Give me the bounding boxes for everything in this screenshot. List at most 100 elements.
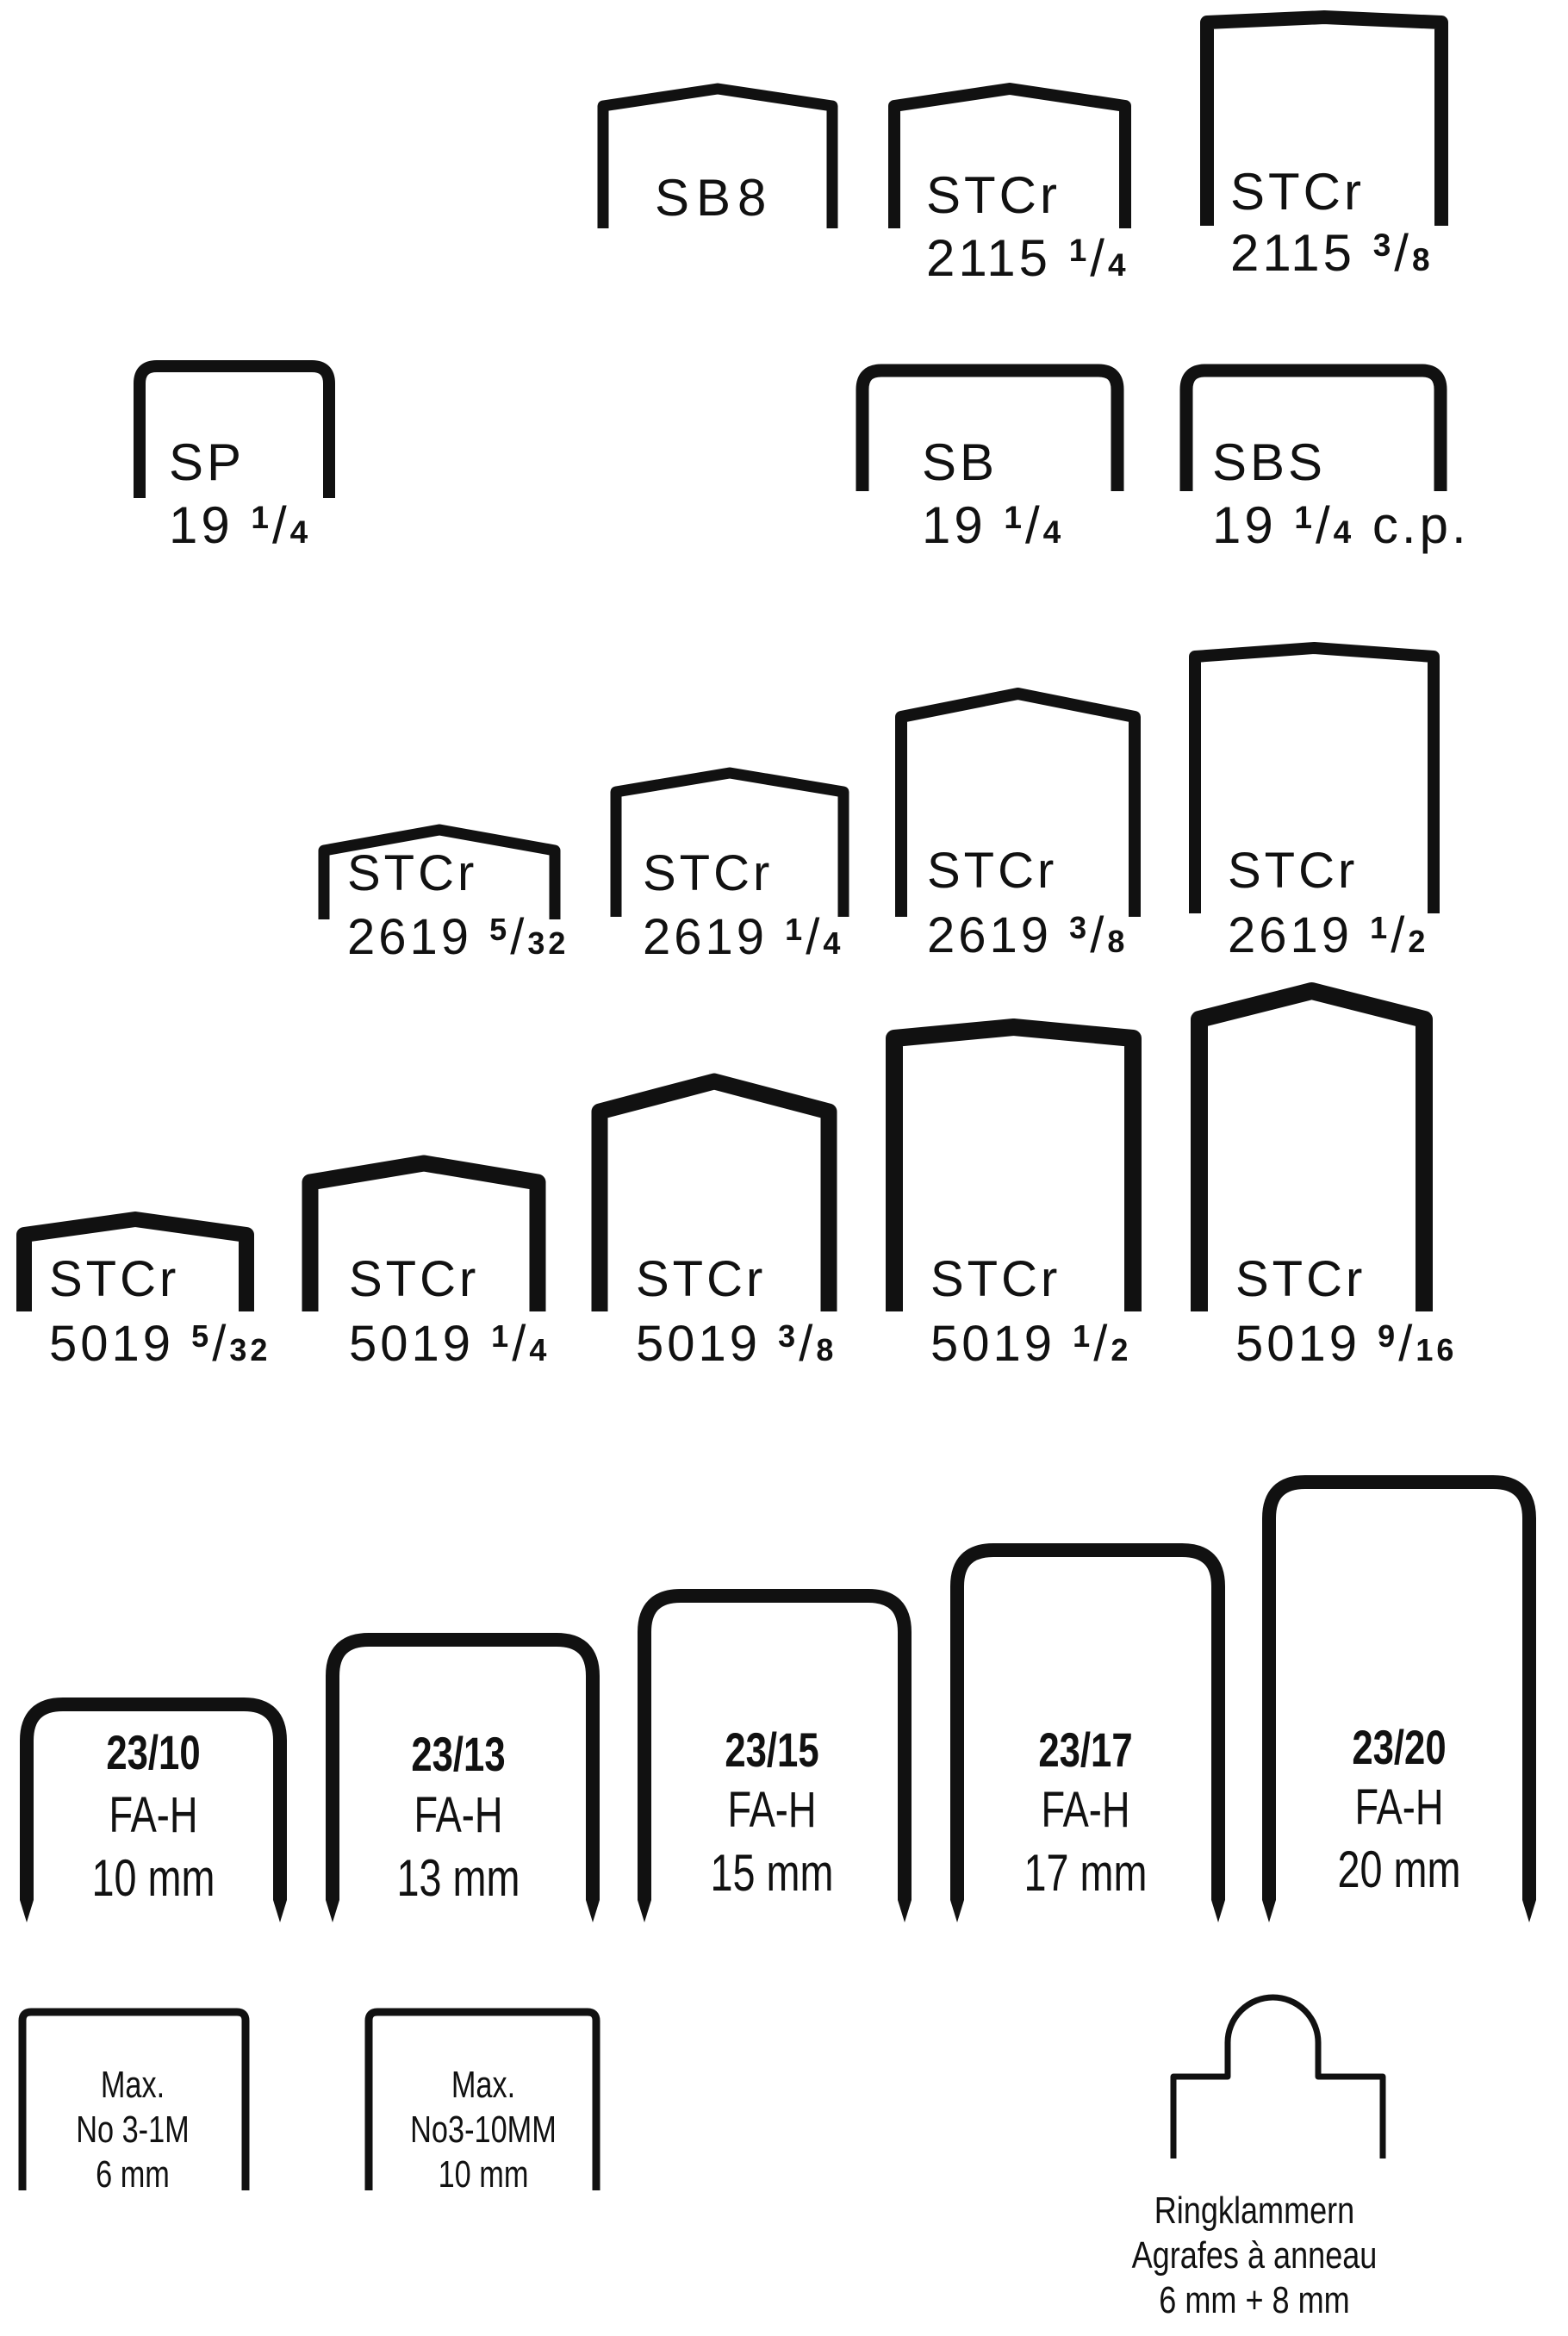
staple-outline-stcr-5019-38	[591, 1073, 837, 1311]
label-text: 5019	[49, 1316, 191, 1372]
staple-outline-fa-h-23-10	[20, 1697, 287, 1900]
label-text: No3-10MM	[410, 2109, 557, 2151]
label-max-no3-10mm-line-2: No3-10MM	[410, 2109, 557, 2151]
label-text: 19	[922, 496, 1004, 554]
staple-outline-fa-h-23-15	[638, 1589, 912, 1900]
label-fa-h-23-15-line-2: FA-H	[727, 1783, 816, 1839]
label-max-no3-1m-line-2: No 3-1M	[76, 2109, 190, 2151]
staple-outline-sbs-19-14	[1179, 364, 1447, 491]
staple-fa-h-23-13	[326, 1633, 600, 1900]
staple-stcr-2619-12	[1189, 642, 1440, 913]
label-fa-h-23-15-line-3: 15 mm	[710, 1844, 833, 1902]
staple-outline-stcr-2619-14	[610, 767, 849, 917]
staple-fa-h-23-10-right-tip	[273, 1900, 287, 1922]
label-fa-h-23-10-line-3: 10 mm	[91, 1849, 215, 1907]
label-stcr-2115-14-line-2: 2115 1/4	[926, 229, 1129, 287]
label-text: 5019	[349, 1316, 491, 1372]
staple-outline-stcr-5019-14	[302, 1155, 546, 1311]
label-text: 19	[1212, 496, 1294, 554]
label-text: 5019	[930, 1316, 1073, 1372]
label-text: 10 mm	[439, 2153, 529, 2196]
label-text: 6 mm	[96, 2153, 170, 2196]
fraction-numerator: 3	[1373, 227, 1395, 263]
staple-fa-h-23-17-left-tip	[950, 1900, 964, 1922]
fraction-slash: /	[1316, 496, 1334, 554]
label-text: STCr	[643, 845, 773, 901]
fraction-denominator: 8	[816, 1332, 837, 1367]
label-stcr-2619-12-line-1: STCr	[1228, 843, 1358, 899]
label-sb8-line-1: SB8	[655, 169, 773, 227]
label-text: STCr	[49, 1251, 179, 1307]
label-text: STCr	[347, 845, 477, 901]
label-fa-h-23-13-line-3: 13 mm	[396, 1849, 520, 1907]
label-fa-h-23-13-line-2: FA-H	[414, 1788, 502, 1844]
label-stcr-5019-532-line-1: STCr	[49, 1251, 179, 1307]
label-text: 10 mm	[91, 1849, 215, 1907]
staple-fa-h-23-15-left-tip	[638, 1900, 651, 1922]
fraction-slash: /	[1090, 229, 1108, 287]
label-stcr-2619-38-line-1: STCr	[927, 843, 1057, 899]
label-max-no3-1m-line-3: 6 mm	[96, 2153, 170, 2196]
fraction-denominator: 4	[529, 1332, 550, 1367]
label-fa-h-23-10-line-1: 23/10	[106, 1726, 200, 1779]
staple-stcr-2115-38	[1200, 10, 1448, 226]
fraction-numerator: 1	[1073, 1318, 1093, 1354]
label-max-no3-1m-line-1: Max.	[101, 2064, 165, 2106]
label-stcr-5019-38-line-1: STCr	[636, 1251, 766, 1307]
label-text: 17 mm	[1024, 1844, 1147, 1902]
label-sb-19-14-line-2: 19 1/4	[922, 496, 1064, 554]
fraction-denominator: 8	[1107, 924, 1128, 959]
fraction-slash: /	[272, 496, 290, 554]
label-fa-h-23-20-line-1: 23/20	[1352, 1721, 1446, 1774]
label-max-no3-10mm-line-1: Max.	[451, 2064, 515, 2106]
staple-stcr-5019-916	[1191, 982, 1433, 1311]
staple-shapes	[16, 10, 1536, 2190]
staple-outline-sb-19-14	[856, 364, 1124, 491]
label-text: STCr	[349, 1251, 479, 1307]
staple-outline-stcr-5019-916	[1191, 982, 1433, 1311]
label-text: Agrafes à anneau	[1132, 2234, 1378, 2277]
label-text: 23/13	[411, 1728, 505, 1781]
fraction-numerator: 1	[1069, 233, 1091, 268]
label-sp-19-14-line-2: 19 1/4	[169, 496, 311, 554]
label-text: FA-H	[727, 1783, 816, 1839]
label-text: SBS	[1212, 433, 1326, 491]
label-text: STCr	[926, 166, 1061, 224]
staple-fa-h-23-15	[638, 1589, 912, 1900]
label-stcr-2115-38-line-2: 2115 3/8	[1230, 224, 1434, 282]
staple-outline-stcr-2619-38	[895, 688, 1141, 917]
fraction-denominator: 2	[1408, 924, 1428, 959]
label-stcr-2619-14-line-1: STCr	[643, 845, 773, 901]
staple-sp-19-14	[134, 360, 335, 498]
staple-outline-ringklammern	[1170, 1994, 1386, 2158]
label-text: 23/20	[1352, 1721, 1446, 1774]
label-stcr-2619-532-line-2: 2619 5/32	[347, 909, 569, 965]
staple-outline-stcr-2619-12	[1189, 642, 1440, 913]
label-text: 13 mm	[396, 1849, 520, 1907]
fraction-slash: /	[1025, 496, 1043, 554]
label-fa-h-23-20-line-3: 20 mm	[1337, 1841, 1460, 1898]
fraction-numerator: 3	[1069, 910, 1090, 945]
label-text: 23/15	[725, 1723, 818, 1777]
label-text: 2619	[1228, 907, 1370, 963]
staple-stcr-2619-532	[318, 824, 561, 919]
staple-outline-max-no3-10mm	[364, 2008, 600, 2190]
fraction-numerator: 5	[191, 1318, 212, 1354]
label-stcr-2619-14-line-2: 2619 1/4	[643, 909, 843, 965]
fraction-slash: /	[510, 909, 527, 965]
label-text: SB8	[655, 169, 773, 227]
label-text: STCr	[636, 1251, 766, 1307]
label-text: 23/10	[106, 1726, 200, 1779]
fraction-slash: /	[1398, 1316, 1416, 1372]
staple-fa-h-23-20	[1262, 1475, 1536, 1900]
staple-outline-sp-19-14	[134, 360, 335, 498]
label-text: FA-H	[109, 1788, 197, 1844]
label-text: No 3-1M	[76, 2109, 190, 2151]
staple-outline-stcr-2115-14	[888, 83, 1131, 228]
label-stcr-5019-532-line-2: 5019 5/32	[49, 1316, 271, 1372]
label-text: STCr	[930, 1251, 1061, 1307]
label-stcr-5019-38-line-2: 5019 3/8	[636, 1316, 837, 1372]
label-text: STCr	[1230, 163, 1365, 221]
